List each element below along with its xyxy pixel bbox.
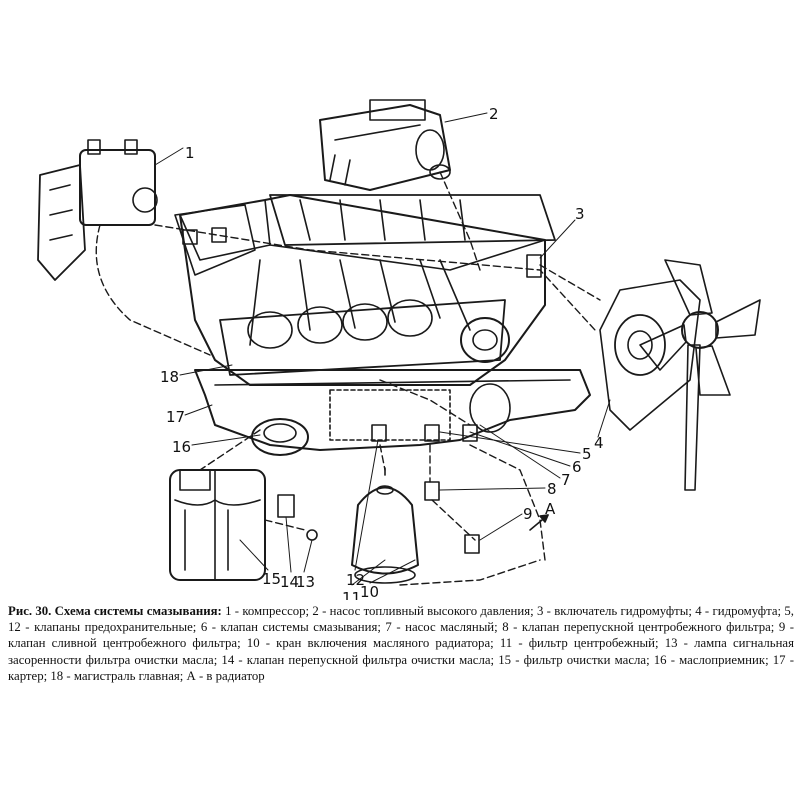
callout-15: 15	[262, 570, 281, 588]
valves	[277, 254, 542, 554]
callout-6: 6	[572, 458, 582, 476]
callout-2: 2	[489, 105, 499, 123]
callout-10: 10	[360, 583, 379, 600]
callout-14: 14	[280, 573, 299, 591]
oil-filter	[169, 469, 266, 581]
callout-11: 11	[342, 589, 361, 600]
figure-caption: Рис. 30. Схема системы смазывания: 1 - к…	[8, 603, 794, 684]
callout-7: 7	[561, 471, 571, 489]
centrifugal-filter	[351, 467, 419, 584]
callout-17: 17	[166, 408, 185, 426]
caption-text: 1 - компрессор; 2 - насос топливный высо…	[8, 604, 794, 683]
cooling-fan	[599, 259, 761, 491]
callout-12: 12	[346, 571, 365, 589]
callout-a: А	[545, 500, 556, 518]
radiator-arrow	[529, 514, 549, 531]
callout-8: 8	[547, 480, 557, 498]
callout-9: 9	[523, 505, 533, 523]
caption-title: Рис. 30. Схема системы смазывания:	[8, 604, 222, 618]
crankcase	[194, 369, 591, 451]
crankshaft	[219, 259, 510, 376]
compressor	[37, 139, 158, 281]
callout-5: 5	[582, 445, 592, 463]
callout-4: 4	[594, 434, 604, 452]
lubrication-system-diagram: 1 2 3 4 5 6 7 8 9 А 10 11 12 13 14 15 16…	[37, 99, 761, 600]
engine-block	[174, 194, 556, 386]
fuel-pump	[319, 99, 451, 191]
leader-lines	[154, 112, 611, 586]
callout-16: 16	[172, 438, 191, 456]
callout-3: 3	[575, 205, 585, 223]
oil-pickup	[251, 418, 309, 456]
callouts: 1 2 3 4 5 6 7 8 9 А 10 11 12 13 14 15 16…	[160, 105, 604, 600]
callout-18: 18	[160, 368, 179, 386]
callout-1: 1	[185, 144, 195, 162]
callout-13: 13	[296, 573, 315, 591]
